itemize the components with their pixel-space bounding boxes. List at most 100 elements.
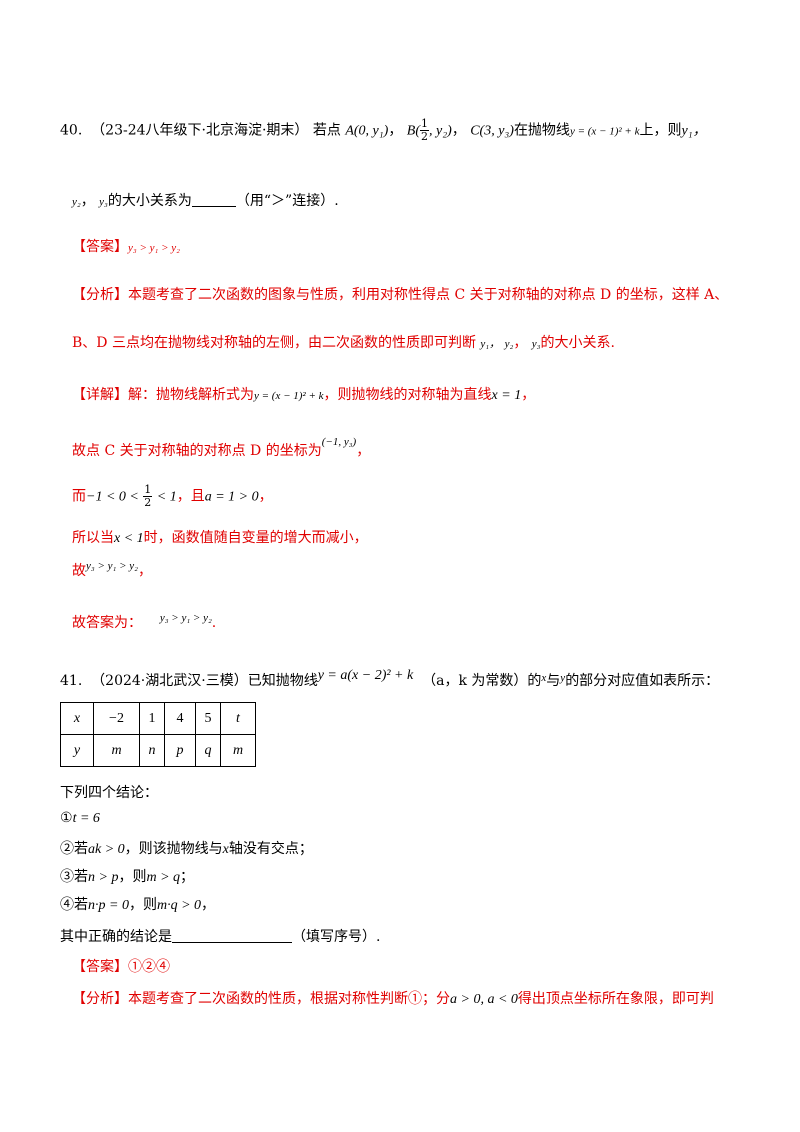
q41-var-x: x: [541, 672, 547, 684]
q40-detail-rel: y₃ > y₁ > y₂: [86, 560, 138, 572]
q40-detail-text: .: [211, 615, 217, 631]
q40-detail-text: 故: [72, 563, 86, 579]
q41-conclusion-1: ①t = 6: [60, 810, 100, 827]
q40-text: （用“＞”连接）.: [235, 193, 339, 209]
q40-parabola: y = (x − 1)² + k: [569, 125, 640, 138]
q41-c3-res: m > q: [146, 870, 181, 885]
q40-analysis-y1: y₁，: [480, 338, 501, 350]
q41-c4-cond: n·p = 0: [88, 898, 129, 913]
q41-conclusion-2: ②若ak > 0，则该抛物线与x轴没有交点；: [60, 838, 313, 858]
q40-detail-text: ，: [258, 488, 273, 505]
table-row: x −2 1 4 5 t: [60, 702, 256, 735]
q40-detail-5: 故y₃ > y₁ > y₂，: [72, 560, 152, 580]
q41-c3-cond: n > p: [88, 870, 119, 885]
q40-y2: y₂: [72, 196, 81, 208]
table-row: y m n p q m: [60, 734, 256, 767]
q40-detail-label: 【详解】: [72, 387, 128, 403]
q40-analysis-y2: y₂: [504, 338, 514, 350]
q41-var-y: y: [560, 672, 566, 684]
q41-text: 轴没有交点；: [228, 841, 313, 857]
q41-answer-label: 【答案】: [72, 959, 128, 975]
q41-mark: ①: [60, 810, 73, 826]
q40-detail-cond: a = 1 > 0: [204, 489, 259, 505]
q41-text: 其中正确的结论是: [60, 929, 172, 945]
table-cell: −2: [93, 702, 140, 735]
q40-answer: 【答案】y₃ > y₁ > y₂: [72, 236, 180, 256]
q40-answer-blank[interactable]: [191, 192, 236, 207]
q41-analysis-cond: a > 0, a < 0: [450, 992, 518, 1007]
q40-detail-4: 所以当x < 1时，函数值随自变量的增大而减小，: [72, 527, 368, 547]
q40-detail-text: ，且: [176, 488, 205, 505]
q40-detail-2: 故点 C 关于对称轴的对称点 D 的坐标为(−1, y₃)，: [72, 436, 370, 460]
q40-point-c: C(3, y₃): [470, 123, 514, 139]
q40-point-b-post: , y₂): [428, 123, 452, 139]
table-cell: 5: [195, 702, 221, 735]
table-cell: m: [220, 734, 256, 767]
q41-number: 41.: [60, 673, 83, 689]
table-cell: q: [195, 734, 221, 767]
q40-y3: y₃: [99, 196, 108, 208]
q40-detail-1: 【详解】解：抛物线解析式为y = (x − 1)² + k，则抛物线的对称轴为直…: [72, 384, 535, 404]
q40-final-answer: y₃ > y₁ > y₂: [159, 612, 212, 624]
q40-detail-text: 时，函数值随自变量的增大而减小，: [143, 530, 368, 546]
q40-detail-text: ，: [356, 443, 371, 459]
q40-source: （23-24八年级下·北京海淀·期末）: [91, 122, 309, 139]
q40-analysis-label: 【分析】: [72, 287, 128, 303]
q41-analysis: 【分析】本题考查了二次函数的性质，根据对称性判断①；分a > 0, a < 0得…: [72, 988, 714, 1008]
q41-answer-value: ①②④: [128, 959, 170, 975]
q41-line-1: 41. （2024·湖北武汉·三模）已知抛物线y = a(x − 2)² + k…: [60, 668, 719, 690]
table-cell: x: [60, 702, 94, 735]
q40-detail-ineq-a: −1 < 0 <: [86, 489, 139, 505]
q40-analysis-2: B、D 三点均在抛物线对称轴的左侧，由二次函数的性质即可判断 y₁， y₂， y…: [72, 335, 615, 351]
q41-analysis-label: 【分析】: [72, 991, 128, 1007]
table-cell: y: [60, 734, 94, 767]
q40-point-b-pre: B(: [406, 123, 420, 139]
q41-mark: ②若: [60, 841, 88, 857]
q41-text: （a，k 为常数）的: [422, 673, 542, 689]
q40-analysis-1: 【分析】本题考查了二次函数的图象与性质，利用对称性得点 C 关于对称轴的对称点 …: [72, 284, 728, 304]
q40-text: 上，则: [639, 122, 682, 139]
q41-source: （2024·湖北武汉·三模）: [91, 673, 248, 689]
q40-analysis-text: B、D 三点均在抛物线对称轴的左侧，由二次函数的性质即可判断: [72, 335, 476, 351]
q40-text: 若点: [312, 122, 341, 139]
q40-detail-text: ，则抛物线的对称轴为直线: [323, 387, 492, 403]
q40-analysis-y3: y₃: [531, 338, 541, 350]
q41-text: （填写序号）.: [292, 929, 381, 945]
q41-parabola: y = a(x − 2)² + k: [317, 668, 414, 683]
q40-text: 的大小关系为: [107, 193, 192, 209]
q41-c2-cond: ak > 0: [88, 842, 125, 857]
table-cell: n: [139, 734, 165, 767]
q41-analysis-text: 本题考查了二次函数的性质，根据对称性判断①；分: [128, 991, 450, 1007]
q41-conclusion-3: ③若n > p，则m > q；: [60, 866, 194, 886]
table-cell: 1: [139, 702, 165, 735]
q40-detail-x-cond: x < 1: [114, 531, 144, 546]
table-cell: p: [164, 734, 196, 767]
q40-number: 40.: [60, 122, 83, 139]
q41-conclusion-4: ④若n·p = 0，则m·q > 0，: [60, 894, 215, 914]
q41-text: ，则: [118, 869, 147, 885]
q40-y1: y₁，: [681, 123, 707, 139]
q40-detail-text: ，: [137, 563, 152, 579]
q41-text: ；: [180, 869, 195, 885]
q41-text: 已知抛物线: [247, 673, 318, 689]
q40-detail-text: 故点 C 关于对称轴的对称点 D 的坐标为: [72, 443, 322, 459]
q40-line-2: y₂， y₃的大小关系为（用“＞”连接）.: [72, 192, 339, 209]
q40-detail-text: 解：抛物线解析式为: [128, 387, 254, 403]
q40-detail-coord: (−1, y₃): [321, 436, 357, 448]
q40-detail-text: 而: [72, 488, 86, 505]
q40-text: 在抛物线: [513, 122, 570, 139]
q41-text: ，则该抛物线与: [124, 841, 223, 857]
q41-mark: ④若: [60, 897, 88, 913]
q40-detail-6: 故答案为： y₃ > y₁ > y₂.: [72, 612, 216, 632]
q40-answer-value: y₃ > y₁ > y₂: [128, 242, 180, 254]
q41-c2-x: x: [222, 842, 229, 857]
q41-answer-blank[interactable]: [172, 928, 292, 943]
q41-c1-formula: t = 6: [72, 811, 100, 826]
q41-intro: 下列四个结论：: [60, 785, 158, 801]
q41-mark: ③若: [60, 869, 88, 885]
q40-point-a: A(0, y₁): [345, 123, 389, 139]
table-cell: t: [220, 702, 256, 735]
table-cell: m: [93, 734, 140, 767]
